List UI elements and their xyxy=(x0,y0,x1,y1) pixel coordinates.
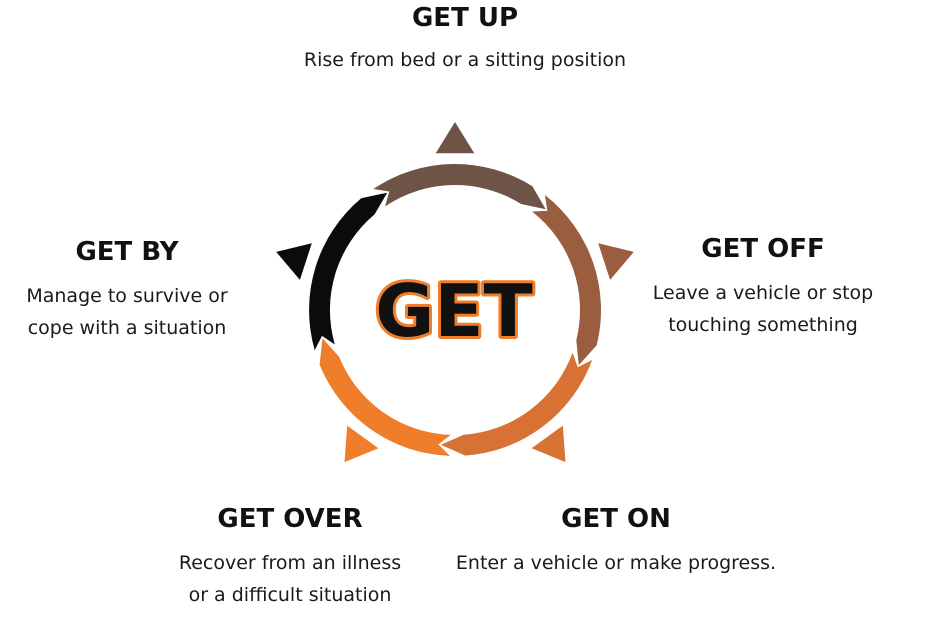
pointer-get-by xyxy=(276,243,312,280)
node-desc-get-on-line-1: Enter a vehicle or make progress. xyxy=(455,552,777,574)
node-get-by: GET BY Manage to survive or cope with a … xyxy=(0,236,254,344)
cycle-arrow-get-over xyxy=(319,338,451,456)
node-get-over: GET OVER Recover from an illness or a di… xyxy=(145,503,435,611)
node-desc-get-up-line-1: Rise from bed or a sitting position xyxy=(303,49,627,71)
cycle-arrow-get-by xyxy=(309,192,388,351)
node-get-on: GET ON Enter a vehicle or make progress. xyxy=(426,503,806,579)
node-title-get-over: GET OVER xyxy=(217,504,363,534)
pointer-get-on xyxy=(531,425,566,463)
node-title-get-off: GET OFF xyxy=(701,234,825,264)
pointer-get-up xyxy=(435,122,475,154)
center-label: GET xyxy=(375,269,532,353)
node-title-get-by: GET BY xyxy=(75,237,179,267)
node-get-off: GET OFF Leave a vehicle or stop touching… xyxy=(623,233,903,341)
cycle-ring xyxy=(309,164,602,456)
pointer-get-off xyxy=(598,243,634,280)
node-title-get-up: GET UP xyxy=(411,3,519,33)
node-desc-get-over-line-1: Recover from an illness xyxy=(178,552,402,574)
cycle-arrow-get-off xyxy=(532,195,602,366)
cycle-arrow-get-up xyxy=(373,164,546,210)
node-desc-get-off-line-2: touching something xyxy=(668,314,858,336)
pointer-get-over xyxy=(344,425,379,463)
node-desc-get-off-line-1: Leave a vehicle or stop xyxy=(652,282,874,304)
node-desc-get-by-line-2: cope with a situation xyxy=(27,317,227,339)
node-get-up: GET UP Rise from bed or a sitting positi… xyxy=(215,2,715,76)
node-title-get-on: GET ON xyxy=(561,504,671,534)
cycle-pointers xyxy=(276,122,634,463)
cycle-arrow-get-on xyxy=(440,352,593,456)
node-desc-get-over-line-2: or a difficult situation xyxy=(188,584,392,606)
node-desc-get-by-line-1: Manage to survive or xyxy=(26,285,228,307)
